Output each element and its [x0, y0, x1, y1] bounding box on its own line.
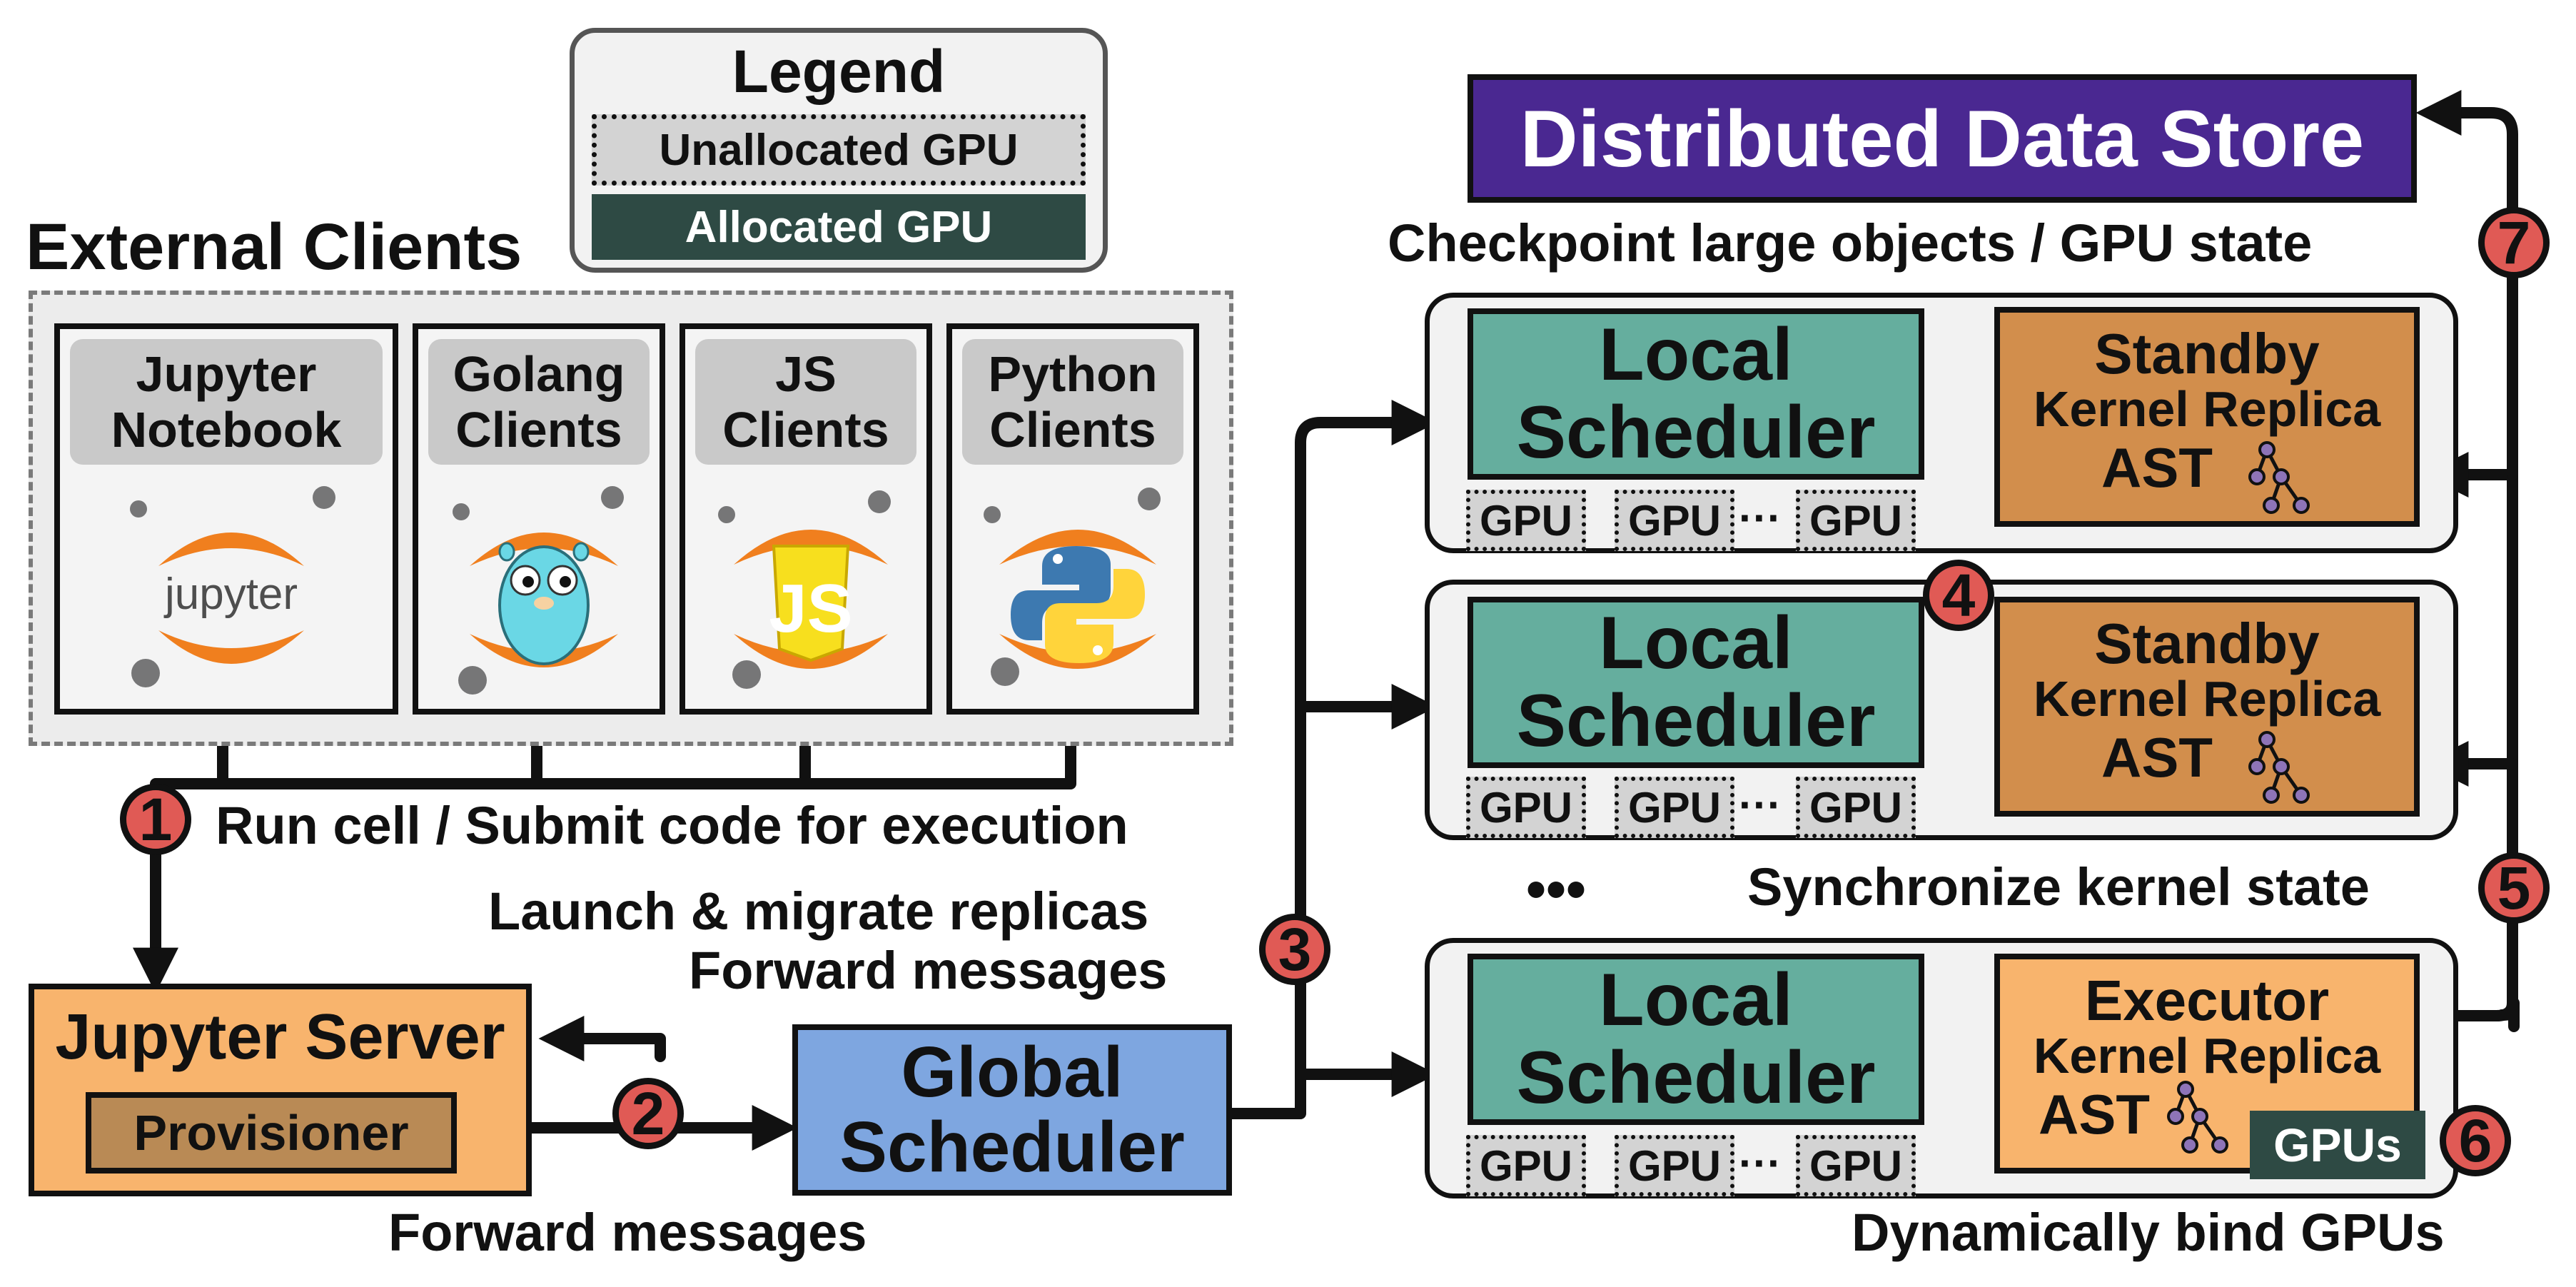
step-badge-6: 6 — [2440, 1105, 2511, 1176]
client-label-line: Golang — [453, 345, 625, 402]
step-badge-2: 2 — [612, 1078, 684, 1149]
ast-label: AST — [2039, 1083, 2150, 1146]
legend-allocated-gpu: Allocated GPU — [592, 194, 1086, 260]
distributed-data-store: Distributed Data Store — [1468, 74, 2417, 203]
step-1-label: Run cell / Submit code for execution — [216, 796, 1128, 855]
ast-label: AST — [2101, 436, 2213, 499]
legend-box: Legend Unallocated GPU Allocated GPU — [570, 28, 1108, 273]
local-scheduler-line: Scheduler — [1516, 391, 1876, 474]
step-badge-4: 4 — [1923, 560, 1994, 631]
client-label-line: Python — [988, 345, 1158, 402]
client-label-line: JS — [775, 345, 837, 402]
step-3-label-line1: Launch & migrate replicas — [488, 882, 1149, 941]
legend-unallocated-gpu: Unallocated GPU — [592, 114, 1086, 186]
allocated-gpus-badge: GPUs — [2250, 1111, 2425, 1179]
gpu-slot: GPU — [1466, 777, 1586, 838]
global-scheduler-line: Global — [901, 1032, 1123, 1112]
step-badge-1: 1 — [120, 784, 191, 855]
client-label-line: Clients — [989, 402, 1156, 458]
gpu-slot: GPU — [1615, 777, 1734, 838]
step-badge-5: 5 — [2478, 852, 2550, 924]
kernel-replica-label: Kernel Replica — [2033, 1028, 2381, 1084]
jupyter-server: Jupyter Server Provisioner — [29, 984, 532, 1196]
client-label-line: Clients — [455, 402, 622, 458]
more-nodes-ellipsis: ••• — [1526, 857, 1587, 921]
external-clients-title: External Clients — [26, 211, 522, 283]
step-badge-3: 3 — [1259, 914, 1330, 985]
global-scheduler-line: Scheduler — [839, 1107, 1185, 1187]
sync-bus-line — [2435, 469, 2520, 1032]
gpu-slot: GPU — [1796, 777, 1916, 838]
legend-title: Legend — [732, 38, 946, 105]
gpu-slot: GPU — [1615, 1135, 1734, 1196]
gpu-slot: GPU — [1796, 490, 1916, 551]
gopher-logo-icon — [453, 486, 624, 695]
javascript-logo-icon: JS — [718, 490, 891, 689]
client-label-line: Jupyter — [136, 345, 317, 402]
kernel-role: Executor — [2084, 969, 2330, 1032]
provisioner: Provisioner — [86, 1092, 457, 1174]
gpu-ellipsis: ··· — [1739, 781, 1782, 829]
step-5-label: Synchronize kernel state — [1747, 857, 2370, 917]
client-bus-line — [217, 708, 1076, 789]
kernel-role: Standby — [2094, 322, 2320, 385]
gpu-slot: GPU — [1466, 490, 1586, 551]
local-scheduler-line: Local — [1599, 958, 1793, 1041]
gpu-ellipsis: ··· — [1739, 494, 1782, 542]
standby-kernel-replica-2: Standby Kernel Replica AST — [1994, 597, 2420, 817]
client-label-line: Clients — [722, 402, 889, 458]
jupyter-logo-text: jupyter — [163, 570, 298, 619]
gpu-slot: GPU — [1796, 1135, 1916, 1196]
step-3-label-line2: Forward messages — [689, 941, 1168, 1000]
kernel-role: Standby — [2094, 612, 2320, 675]
kernel-replica-label: Kernel Replica — [2033, 671, 2381, 727]
step-badge-7: 7 — [2478, 207, 2550, 278]
step-2-label: Forward messages — [388, 1203, 867, 1262]
gpu-slot: GPU — [1615, 490, 1734, 551]
ast-tree-icon — [2248, 731, 2310, 804]
kernel-replica-label: Kernel Replica — [2033, 381, 2381, 437]
python-logo-icon — [984, 488, 1161, 686]
local-scheduler-line: Scheduler — [1516, 1036, 1876, 1119]
checkpoint-arrow — [2415, 90, 2518, 480]
ast-tree-icon — [2248, 441, 2310, 514]
local-scheduler-line: Local — [1599, 313, 1793, 396]
standby-kernel-replica-1: Standby Kernel Replica AST — [1994, 307, 2420, 527]
local-scheduler-line: Local — [1599, 601, 1793, 685]
gpu-slot: GPU — [1466, 1135, 1586, 1196]
js-logo-text: JS — [769, 570, 852, 647]
dispatch-trunk-line — [1226, 417, 1420, 1119]
ast-label: AST — [2101, 726, 2213, 789]
ast-tree-icon — [2167, 1081, 2228, 1154]
executor-kernel-replica: Executor Kernel Replica AST GPUs — [1994, 954, 2425, 1179]
gpu-ellipsis: ··· — [1739, 1139, 1782, 1187]
forward-arrow-to-server — [538, 1016, 666, 1062]
local-scheduler-line: Scheduler — [1516, 680, 1876, 762]
jupyter-logo-icon: jupyter — [130, 486, 335, 687]
client-label-line: Notebook — [111, 402, 342, 458]
step-6-label: Dynamically bind GPUs — [1852, 1203, 2445, 1262]
step-7-label: Checkpoint large objects / GPU state — [1388, 213, 2313, 273]
jupyter-server-title: Jupyter Server — [55, 1001, 505, 1073]
